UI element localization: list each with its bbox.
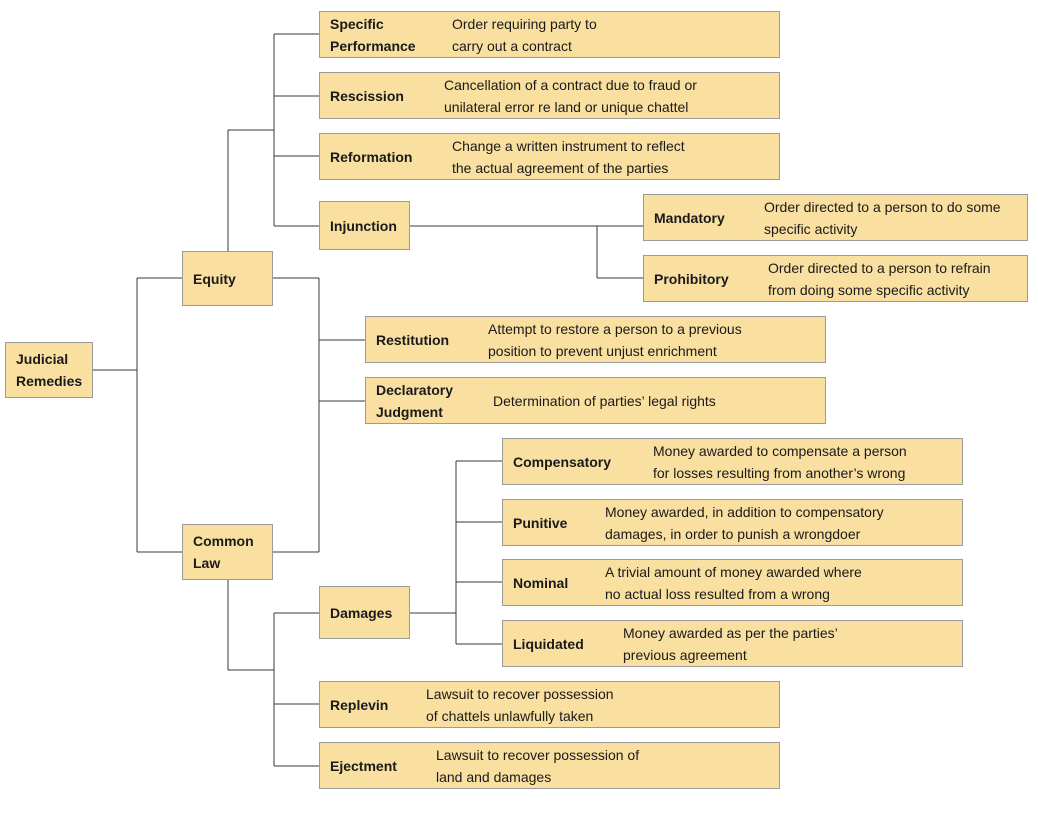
node-punitive: Punitive Money awarded, in addition to c… <box>502 499 963 546</box>
node-mandatory: Mandatory Order directed to a person to … <box>643 194 1028 241</box>
node-label: Equity <box>193 270 236 287</box>
node-reformation: Reformation Change a written instrument … <box>319 133 780 180</box>
node-label: Compensatory <box>513 453 612 470</box>
node-description: Attempt to restore a person to a previou… <box>488 321 742 359</box>
node-description: Lawsuit to recover possession of chattel… <box>426 686 614 724</box>
node-label: Replevin <box>330 696 389 713</box>
node-label: Liquidated <box>513 635 584 652</box>
node-description: Order directed to a person to refrain fr… <box>768 260 991 298</box>
node-label: Damages <box>330 604 393 621</box>
node-description: Money awarded as per the parties’ previo… <box>623 625 838 663</box>
node-rescission: Rescission Cancellation of a contract du… <box>319 72 780 119</box>
node-description: A trivial amount of money awarded where … <box>605 564 862 602</box>
node-prohibitory: Prohibitory Order directed to a person t… <box>643 255 1028 302</box>
node-description: Order directed to a person to do some sp… <box>764 199 1001 237</box>
node-description: Order requiring party to carry out a con… <box>452 16 597 54</box>
node-ejectment: Ejectment Lawsuit to recover possession … <box>319 742 780 789</box>
node-description: Change a written instrument to reflect t… <box>452 138 685 176</box>
node-injunction: Injunction <box>319 201 410 250</box>
node-liquidated: Liquidated Money awarded as per the part… <box>502 620 963 667</box>
node-label: Prohibitory <box>654 270 729 287</box>
node-description: Determination of parties’ legal rights <box>493 393 716 409</box>
node-label: Punitive <box>513 514 568 531</box>
node-label: Restitution <box>376 331 450 348</box>
node-label: Reformation <box>330 148 413 165</box>
node-description: Money awarded, in addition to compensato… <box>605 504 884 542</box>
node-label: Mandatory <box>654 209 725 226</box>
node-label: Specific Performance <box>330 15 416 54</box>
node-declaratory-judgment: Declaratory Judgment Determination of pa… <box>365 377 826 424</box>
node-compensatory: Compensatory Money awarded to compensate… <box>502 438 963 485</box>
node-label: Common Law <box>193 533 254 571</box>
node-label: Nominal <box>513 574 569 591</box>
node-common-law: Common Law <box>182 524 273 580</box>
node-description: Money awarded to compensate a person for… <box>653 443 907 481</box>
node-label: Declaratory Judgment <box>376 381 454 420</box>
node-replevin: Replevin Lawsuit to recover possession o… <box>319 681 780 728</box>
node-nominal: Nominal A trivial amount of money awarde… <box>502 559 963 606</box>
node-label: Ejectment <box>330 757 397 774</box>
node-label: Rescission <box>330 87 404 104</box>
node-description: Lawsuit to recover possession of land an… <box>436 747 640 785</box>
node-description: Cancellation of a contract due to fraud … <box>444 77 697 115</box>
node-judicial-remedies: Judicial Remedies <box>5 342 93 398</box>
node-equity: Equity <box>182 251 273 306</box>
node-label: Injunction <box>330 217 397 234</box>
node-specific-performance: Specific Performance Order requiring par… <box>319 11 780 58</box>
node-label: Judicial Remedies <box>16 351 83 389</box>
node-restitution: Restitution Attempt to restore a person … <box>365 316 826 363</box>
node-damages: Damages <box>319 586 410 639</box>
